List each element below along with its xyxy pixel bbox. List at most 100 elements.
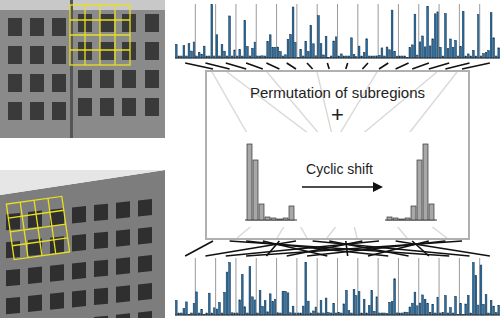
histogram-bar [229, 16, 231, 58]
histogram-bar [272, 301, 274, 315]
histogram-bar [462, 11, 464, 58]
histogram-bar [437, 12, 439, 58]
histogram-bar [254, 300, 256, 315]
histogram-bar [203, 46, 205, 58]
histogram-bar [219, 302, 221, 315]
separator [296, 258, 297, 315]
histogram-bar [211, 5, 213, 58]
separator [479, 4, 480, 58]
histogram-bar [432, 304, 434, 315]
histogram-bar [414, 292, 416, 315]
separator [195, 4, 196, 58]
histogram-bar [246, 47, 248, 58]
histogram-bar [386, 47, 388, 58]
histogram-bar [239, 300, 241, 315]
histogram-bar [373, 311, 375, 315]
histogram-bar [213, 308, 215, 315]
leader-line [185, 241, 213, 256]
node-text: Cyclic shift [304, 161, 375, 177]
histogram-bar [287, 39, 289, 58]
leader-line [396, 241, 490, 256]
histogram-bar [455, 40, 457, 58]
arrow-line [302, 186, 377, 187]
histogram-bar [201, 54, 203, 58]
histogram-bar [467, 295, 469, 315]
histogram-bar [419, 303, 421, 315]
leader-line [287, 63, 296, 69]
node-text: Permutation of subregions [250, 84, 425, 101]
histogram-bar [467, 54, 469, 58]
histogram-bar [307, 301, 309, 315]
histogram-bar [295, 42, 297, 58]
histogram-bar [498, 48, 500, 58]
histogram-bar [465, 304, 467, 315]
histogram-bar [485, 52, 487, 58]
histogram-bar [394, 51, 396, 58]
histogram-bar [488, 51, 490, 58]
histogram-bar [305, 262, 307, 315]
histogram-bar [269, 294, 271, 315]
histogram-bar [485, 295, 487, 315]
leader-line [327, 63, 329, 69]
histogram-bar [292, 7, 294, 58]
separator [276, 258, 277, 315]
leader-lines [185, 63, 490, 256]
histogram-bar [356, 296, 358, 315]
histogram-bar [183, 46, 185, 58]
separator [378, 4, 379, 58]
histogram-bar [285, 291, 287, 315]
histogram-bar [381, 48, 383, 58]
histogram-bar [422, 295, 424, 315]
histogram-bar [262, 306, 264, 315]
histogram-bar [244, 20, 246, 58]
histogram-bar [478, 305, 480, 315]
arrow-head [373, 182, 383, 192]
histogram-bar [305, 41, 307, 58]
histogram-bar [272, 47, 274, 58]
histogram-bar [371, 291, 373, 315]
histogram-bar [302, 306, 304, 315]
histogram-bar [252, 297, 254, 315]
histogram-bar [434, 14, 436, 58]
histogram-bar [310, 25, 312, 58]
node-text: + [331, 102, 344, 128]
leader-line [307, 63, 313, 69]
histogram-bar [241, 275, 243, 315]
histogram-bar [447, 48, 449, 58]
separator [439, 258, 440, 315]
histogram-bar [493, 38, 495, 58]
histogram-bar [455, 296, 457, 315]
histogram-bar [325, 36, 327, 58]
leader-line [412, 63, 429, 69]
histogram-bar [264, 301, 266, 315]
separator [235, 4, 236, 58]
small-histogram [385, 144, 437, 220]
building-photo [0, 170, 165, 318]
histogram-bar [422, 36, 424, 58]
histogram-bar [239, 49, 241, 58]
histogram-bar [201, 309, 203, 315]
histogram-bar [269, 35, 271, 58]
axis [175, 58, 500, 59]
histogram-bar [412, 303, 414, 315]
histogram-bar [353, 54, 355, 58]
histogram-bar [472, 263, 474, 315]
histogram-bar [376, 297, 378, 315]
histogram-bar [472, 50, 474, 58]
building-photo [0, 0, 165, 138]
leader-line [362, 63, 368, 69]
histogram-bar [193, 303, 195, 315]
separator [398, 258, 399, 315]
histogram-bar [493, 306, 495, 315]
illustration-box: Permutation of subregions+ Cyclic shift [205, 70, 470, 240]
histogram-bar [432, 39, 434, 58]
histogram-bar [175, 44, 177, 58]
histogram-bar [450, 308, 452, 315]
separator [337, 258, 338, 315]
histogram-bar [307, 52, 309, 58]
histogram-bar [254, 42, 256, 58]
leader-line [266, 63, 279, 69]
histogram-bar [292, 306, 294, 315]
histogram-bar [259, 290, 261, 315]
separator [256, 4, 257, 58]
